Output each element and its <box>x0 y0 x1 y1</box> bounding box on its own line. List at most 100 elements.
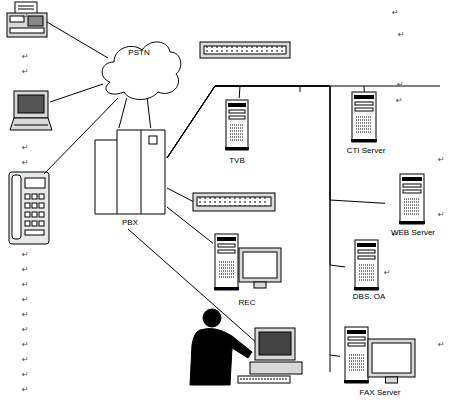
network-line <box>147 98 151 128</box>
device-icon <box>349 358 364 359</box>
device-icon <box>349 364 364 365</box>
device-icon <box>358 250 375 253</box>
paragraph-mark: ↵ <box>438 210 445 219</box>
device-label: CTI Server <box>316 146 416 155</box>
device-icon <box>218 244 235 247</box>
device-icon <box>230 134 244 135</box>
device-icon <box>356 123 372 124</box>
paragraph-mark: ↵ <box>397 80 404 89</box>
device-icon <box>219 262 234 263</box>
telephone <box>25 194 30 199</box>
paragraph-mark: ↵ <box>22 52 29 61</box>
fax-machine <box>7 2 47 37</box>
device-icon <box>355 240 378 290</box>
device-icon <box>348 343 365 346</box>
device-icon <box>230 128 244 129</box>
agent-workstation <box>190 309 302 385</box>
device-icon <box>215 234 238 290</box>
device-icon <box>349 361 364 362</box>
device-icon <box>404 211 420 212</box>
device-node: PBX <box>93 128 167 228</box>
device-icon <box>219 274 234 275</box>
network-line <box>167 86 340 356</box>
paragraph-mark: ↵ <box>22 265 29 274</box>
fax-machine <box>18 6 34 7</box>
device-icon <box>239 248 281 282</box>
agent-workstation <box>238 376 290 383</box>
paragraph-mark: ↵ <box>22 280 29 289</box>
telephone <box>25 221 30 226</box>
device-icon <box>219 271 234 272</box>
device-icon <box>219 277 234 278</box>
paragraph-mark: ↵ <box>22 385 29 394</box>
network-line <box>167 207 213 243</box>
device-icon <box>218 250 235 253</box>
network-hub <box>197 197 271 206</box>
wire <box>300 86 301 92</box>
paragraph-mark: ↵ <box>22 250 29 259</box>
telephone <box>32 221 37 226</box>
device-icon <box>98 38 180 102</box>
device-icon <box>359 268 374 269</box>
telephone <box>9 172 49 244</box>
device-icon <box>226 100 248 150</box>
device-icon <box>229 110 245 113</box>
telephone <box>32 203 37 208</box>
device-label: WEB Server <box>365 228 449 237</box>
device-icon <box>149 136 157 144</box>
device-icon <box>358 256 375 259</box>
device-icon <box>404 202 420 203</box>
paragraph-mark: ↵ <box>22 67 29 76</box>
device-icon <box>359 265 374 266</box>
telephone <box>25 178 45 188</box>
network-line <box>167 86 345 267</box>
network-hub <box>204 46 286 54</box>
wire <box>167 188 194 202</box>
paragraph-mark: ↵ <box>396 96 403 105</box>
telephone <box>32 194 37 199</box>
fax-machine <box>10 16 24 22</box>
telephone <box>39 212 44 217</box>
device-icon <box>354 95 374 99</box>
device-icon <box>348 337 365 340</box>
device-icon <box>402 177 422 181</box>
network-hub <box>200 197 265 206</box>
device-label: PSTN <box>78 48 200 57</box>
agent-workstation <box>203 309 221 327</box>
device-icon <box>95 130 165 214</box>
device-icon <box>356 129 372 130</box>
device-icon <box>404 205 420 206</box>
telephone <box>39 203 44 208</box>
paragraph-mark: ↵ <box>392 8 399 17</box>
device-icon <box>228 103 246 107</box>
terminal-computer <box>14 125 48 126</box>
device-icon <box>213 232 281 308</box>
wire <box>330 355 331 372</box>
agent-workstation <box>240 379 288 380</box>
device-label: FAX Server <box>320 388 440 397</box>
device-icon <box>400 174 424 224</box>
device-icon <box>355 108 373 111</box>
device-label: DBS. OA <box>325 292 413 301</box>
device-icon <box>219 265 234 266</box>
device-node: DBS. OA <box>345 238 393 302</box>
device-icon <box>357 243 376 247</box>
device-icon <box>356 126 372 127</box>
paragraph-mark: ↵ <box>22 310 29 319</box>
device-icon <box>403 184 421 187</box>
device-icon <box>386 377 398 383</box>
device-icon <box>225 147 249 150</box>
device-icon <box>359 277 374 278</box>
device-icon <box>372 343 411 373</box>
network-hub <box>193 193 275 211</box>
paragraph-mark: ↵ <box>438 155 445 164</box>
device-icon <box>141 130 142 214</box>
fax-machine <box>28 16 43 26</box>
telephone <box>25 203 30 208</box>
device-icon <box>229 116 245 119</box>
device-icon <box>404 214 420 215</box>
device-icon <box>359 280 374 281</box>
device-node: PSTN <box>98 38 180 102</box>
device-icon <box>117 140 118 214</box>
